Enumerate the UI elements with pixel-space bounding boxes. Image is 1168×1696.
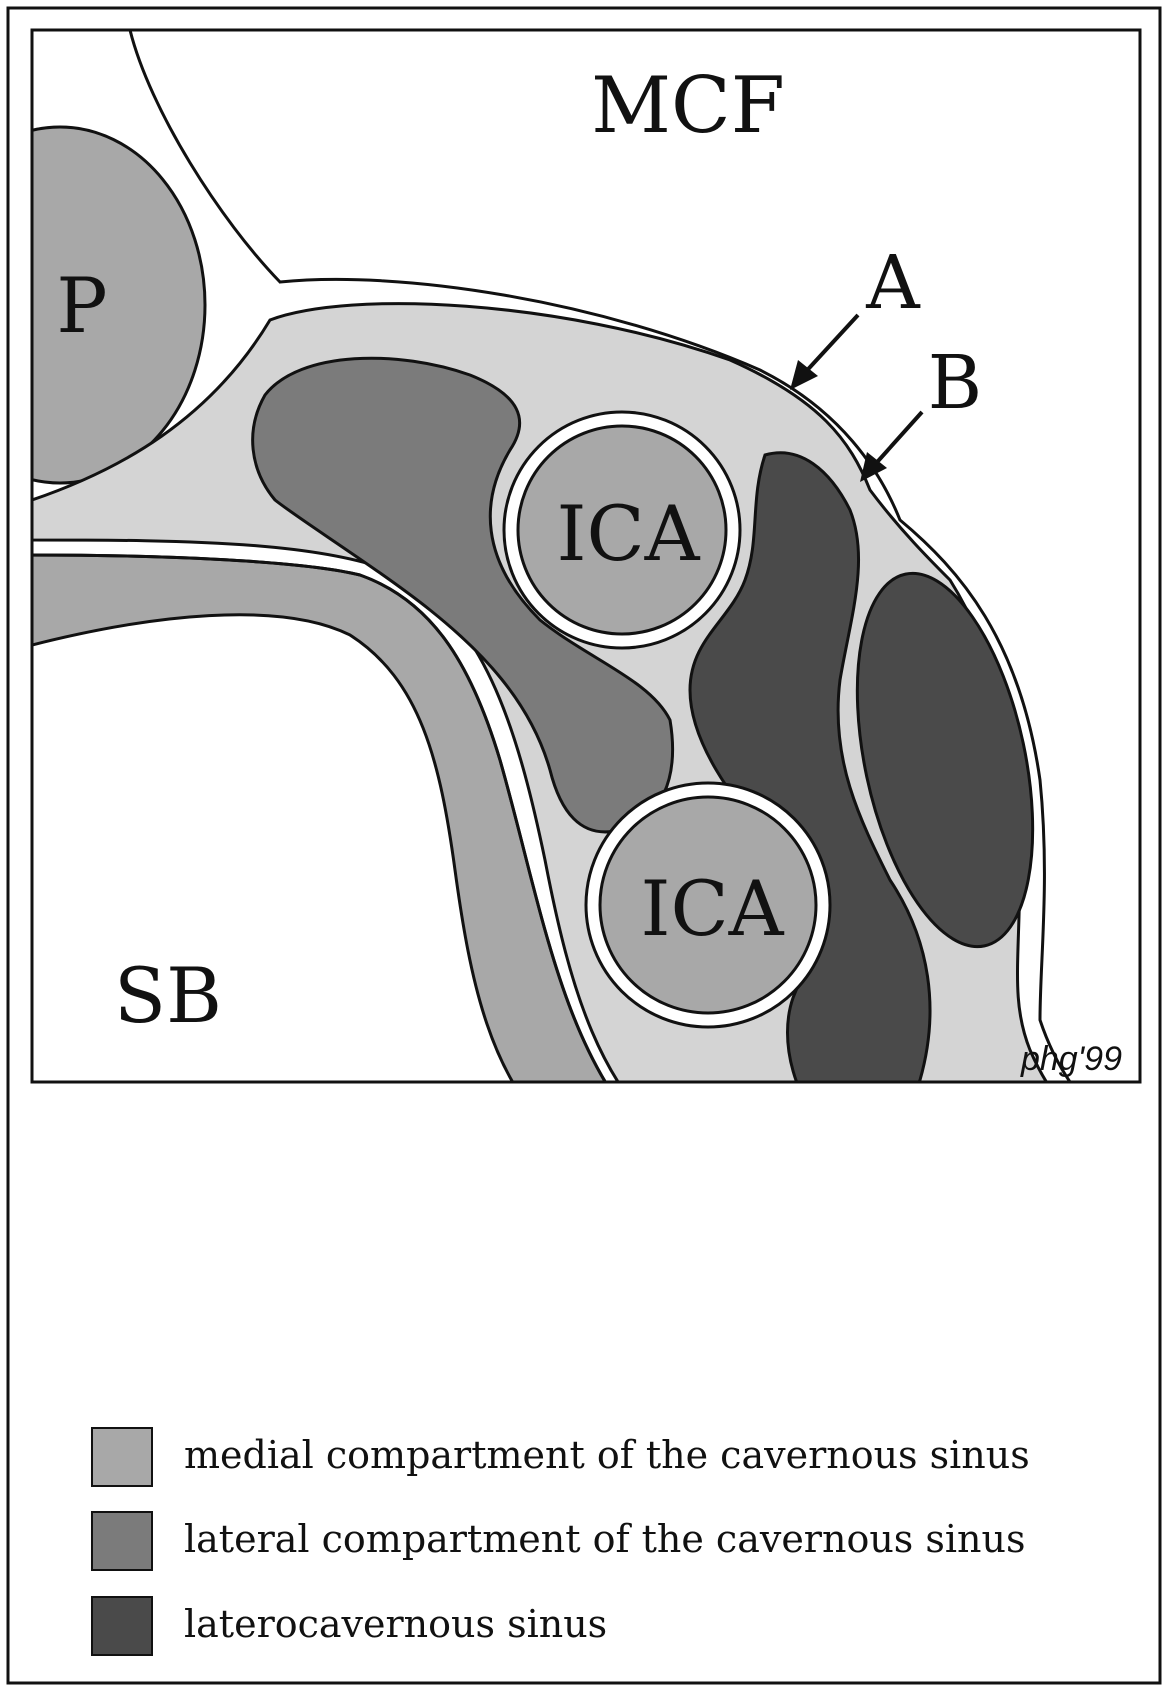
label-arrow-b: B <box>928 340 982 426</box>
label-signature: phg'99 <box>1020 1040 1122 1078</box>
legend-swatch-laterocavernous <box>91 1596 153 1656</box>
diagram-frame <box>30 28 1142 1084</box>
arrow-b-shaft <box>868 410 924 472</box>
mcf-dura-outer <box>128 30 1072 1082</box>
legend-swatch-lateral <box>91 1511 153 1571</box>
legend-label-medial: medial compartment of the cavernous sinu… <box>184 1433 1030 1477</box>
label-sb: SB <box>114 951 222 1040</box>
label-arrow-a: A <box>865 240 921 326</box>
sphenoid-body-sb <box>32 613 515 1082</box>
laterocavernous-sinus <box>688 451 932 1082</box>
legend-swatch-medial <box>91 1427 153 1487</box>
legend-label-laterocavernous: laterocavernous sinus <box>184 1602 607 1646</box>
label-p: P <box>56 261 107 350</box>
arrow-b-head <box>860 452 887 482</box>
arrow-a-head <box>790 360 818 390</box>
label-ica-upper: ICA <box>556 489 700 578</box>
laterocavernous-ellipse <box>855 571 1035 949</box>
legend-label-lateral: lateral compartment of the cavernous sin… <box>184 1517 1025 1561</box>
label-mcf: MCF <box>591 61 785 151</box>
ica-upper-lumen <box>516 424 728 636</box>
label-ica-lower: ICA <box>640 864 784 953</box>
inner-dura-line <box>32 553 608 1082</box>
arrow-a-shaft <box>798 313 860 380</box>
ica-lower-lumen <box>598 795 818 1015</box>
legend: medial compartment of the cavernous sinu… <box>91 1427 1030 1656</box>
pituitary-p <box>32 125 207 485</box>
lateral-compartment <box>251 356 675 834</box>
